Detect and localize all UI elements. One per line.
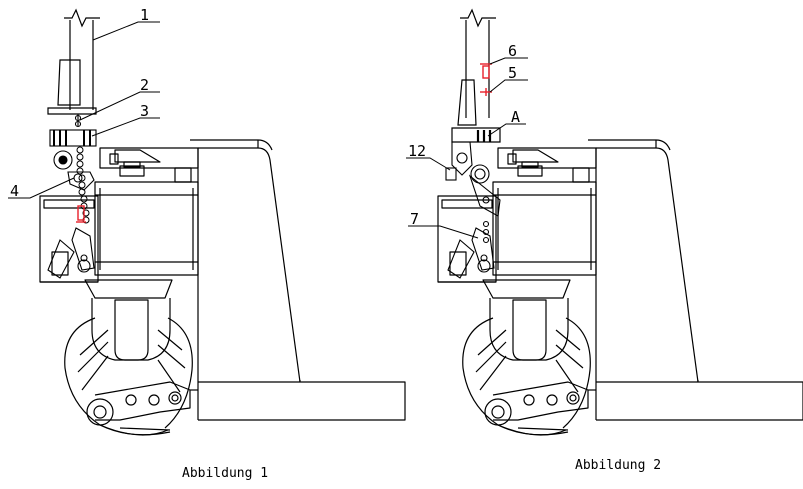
callout-12: 12 <box>408 142 426 160</box>
figure-1 <box>8 8 406 436</box>
callout-3: 3 <box>140 102 149 120</box>
callout-7: 7 <box>410 210 419 228</box>
callout-4: 4 <box>10 182 19 200</box>
callout-A: A <box>511 108 520 126</box>
pallet-truck-body <box>437 139 803 436</box>
callout-1: 1 <box>140 6 149 24</box>
caption-figure-2: Abbildung 2 <box>575 458 662 473</box>
callout-5: 5 <box>508 64 517 82</box>
caption-figure-1: Abbildung 1 <box>182 466 269 481</box>
callout-6: 6 <box>508 42 517 60</box>
leader-lines-fig1 <box>8 21 160 199</box>
handle-shaft <box>47 8 100 115</box>
pallet-truck-body <box>39 139 406 436</box>
callout-2: 2 <box>140 76 149 94</box>
adjusting-bolt-red <box>76 205 86 223</box>
leader-lines-fig2 <box>406 57 528 239</box>
handle-shaft <box>451 8 501 143</box>
lever-linkage <box>445 141 501 279</box>
figure-2 <box>406 8 803 436</box>
